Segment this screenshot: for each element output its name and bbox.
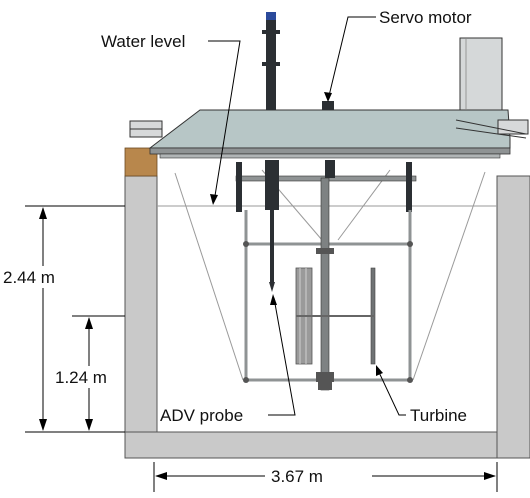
- label-turbine: Turbine: [376, 365, 467, 425]
- control-cabinet: [459, 37, 503, 111]
- servo-motor-label: Servo motor: [379, 8, 472, 27]
- carriage-deck: [148, 109, 511, 149]
- flume-wall-right: [496, 175, 530, 459]
- carriage-beam: [149, 147, 511, 155]
- flume-floor: [124, 431, 498, 459]
- label-adv-probe: ADV probe: [160, 294, 296, 425]
- dimension-width: [153, 462, 498, 492]
- water-level-label: Water level: [101, 32, 185, 51]
- label-water-level: Water level: [101, 32, 241, 205]
- label-servo-motor: Servo motor: [324, 8, 472, 102]
- servo-motor-block: [322, 101, 334, 110]
- rail-wheels-right: [497, 119, 529, 135]
- flume-walls: [124, 175, 530, 459]
- depth-total-label: 2.44 m: [3, 268, 55, 287]
- probe-column-cap: [266, 12, 276, 20]
- carriage-rail-lower: [159, 153, 501, 159]
- width-label: 3.67 m: [271, 467, 323, 486]
- adv-probe-stem: [270, 210, 274, 282]
- turbine-label: Turbine: [410, 406, 467, 425]
- depth-turbine-label: 1.24 m: [55, 368, 107, 387]
- turbine-shaft: [320, 177, 330, 391]
- adv-probe-label: ADV probe: [160, 406, 243, 425]
- dimension-depth-total: [25, 205, 125, 433]
- adv-probe-tip: [269, 282, 275, 292]
- flume-wall-left: [124, 175, 158, 433]
- support-cables: [174, 169, 486, 381]
